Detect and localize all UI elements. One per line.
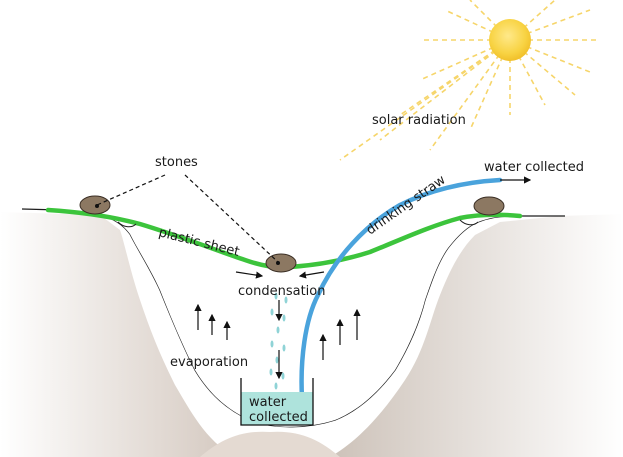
ground-bump-left <box>117 221 137 228</box>
ground-right <box>330 214 623 457</box>
label-water-collected-line1: water <box>249 395 287 410</box>
ground-bump-right <box>459 219 479 226</box>
collection-container-water <box>241 392 313 425</box>
label-solar-radiation: solar radiation <box>372 113 466 128</box>
pit-interior <box>110 214 515 427</box>
sun-icon <box>339 0 600 161</box>
drinking-straw <box>299 177 503 401</box>
label-stones: stones <box>155 155 198 170</box>
label-water-collected-line2: collected <box>249 410 308 425</box>
collection-container <box>240 378 314 426</box>
evaporation-arrows-right <box>319 308 361 360</box>
evaporation-arrows-left <box>194 303 231 340</box>
stone-center-dot <box>276 261 280 265</box>
condensation-arrow-left <box>235 271 264 279</box>
stones-leader-lines <box>96 174 279 263</box>
stone-center-icon <box>265 253 297 273</box>
stone-left-icon <box>79 195 111 215</box>
label-condensation: condensation <box>238 284 325 299</box>
label-evaporation: evaporation <box>170 355 248 370</box>
ground-left <box>0 212 235 457</box>
ground-bottom <box>200 431 340 457</box>
stone-right-icon <box>473 196 505 216</box>
label-water-collected-top: water collected <box>484 160 584 175</box>
condensation-arrow-right <box>298 271 325 279</box>
